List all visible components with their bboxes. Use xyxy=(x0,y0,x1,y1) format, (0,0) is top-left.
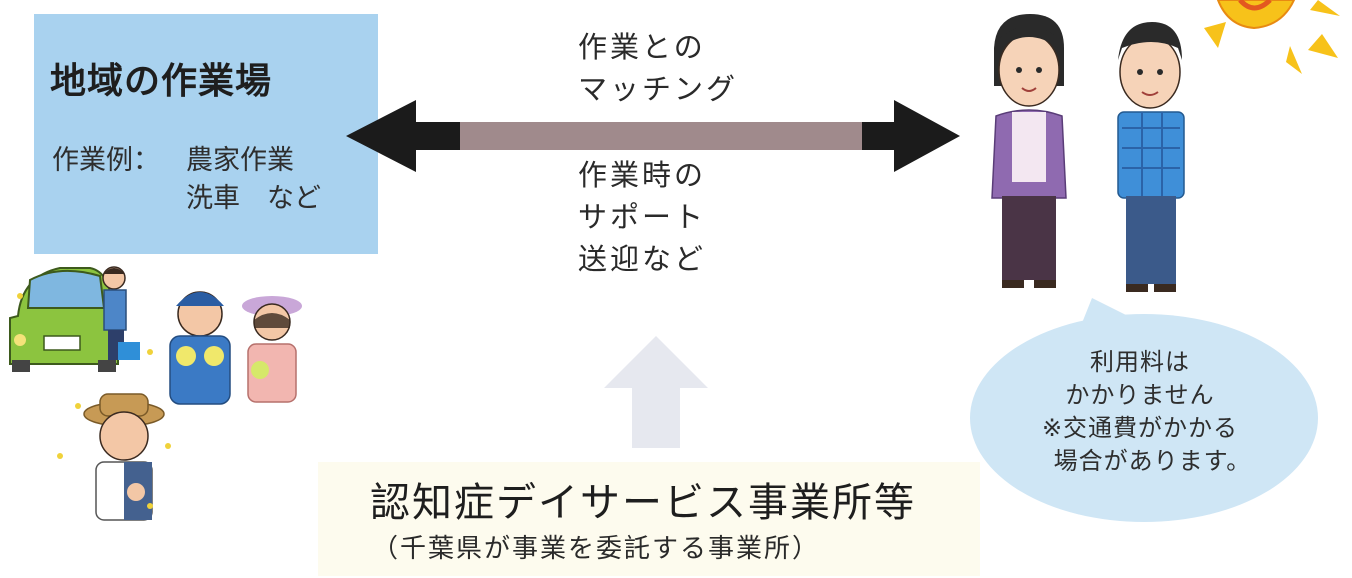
fee-note-line: かかりません xyxy=(1065,381,1215,409)
workplace-box xyxy=(34,14,378,254)
example-farm-work: 農家作業 xyxy=(186,145,294,176)
elderly-couple-illustration xyxy=(991,14,1185,292)
sparkle-icon xyxy=(17,293,171,509)
worker-cap-icon xyxy=(169,291,231,405)
arrow-shaft xyxy=(460,122,864,150)
workers-illustration xyxy=(9,266,302,521)
farm-woman-icon xyxy=(242,296,302,403)
left-arrow-head xyxy=(346,100,462,172)
examples-label: 作業例： xyxy=(52,145,160,176)
car-icon xyxy=(9,267,119,372)
support-text-line: 送迎など xyxy=(578,242,707,276)
fee-note-line: 利用料は xyxy=(1090,348,1190,376)
right-arrow-head xyxy=(862,100,960,172)
support-text: 作業時の サポート 送迎など xyxy=(578,154,706,280)
support-text-line: 作業時の xyxy=(578,158,707,192)
matching-text-line: 作業との xyxy=(578,30,706,64)
matching-text: 作業との マッチング xyxy=(578,26,738,110)
fee-note-line: 場合があります。 xyxy=(1028,447,1252,475)
woman-icon xyxy=(991,14,1067,288)
man-icon xyxy=(1117,22,1185,292)
support-text-line: サポート xyxy=(578,200,707,234)
fee-note-line: ※交通費がかかる xyxy=(1041,414,1239,442)
car-washer-icon xyxy=(102,266,140,360)
service-office-box xyxy=(318,462,980,576)
up-arrow-icon xyxy=(604,336,708,448)
fee-note: 利用料は かかりません ※交通費がかかる 場合があります。 xyxy=(1000,346,1280,478)
sun-icon xyxy=(1204,0,1340,74)
service-office-subtitle: （千葉県が事業を委託する事業所） xyxy=(372,534,821,564)
matching-double-arrow xyxy=(346,100,960,172)
service-office-name: 認知症デイサービス事業所等 xyxy=(370,480,916,526)
speech-bubble xyxy=(970,298,1318,522)
matching-text-line: マッチング xyxy=(578,72,739,106)
farmer-icon xyxy=(83,393,165,521)
example-car-wash: 洗車 など xyxy=(186,183,321,214)
workplace-title: 地域の作業場 xyxy=(50,61,273,102)
